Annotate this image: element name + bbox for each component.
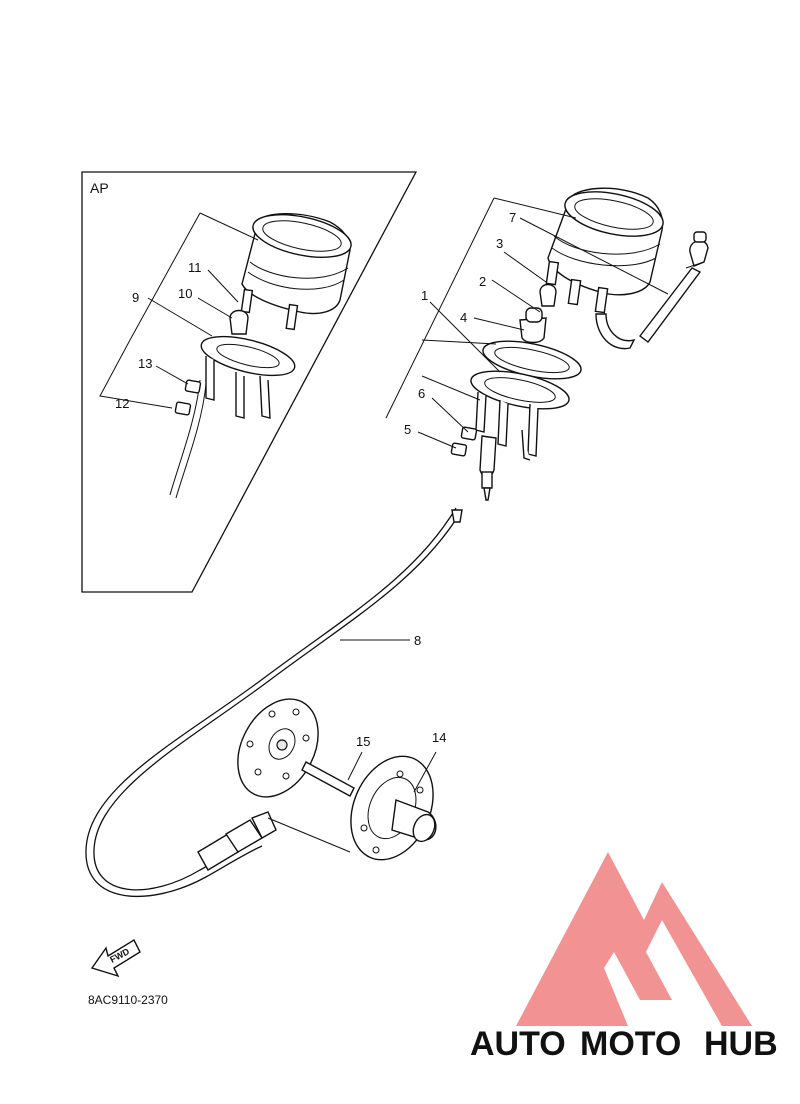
callout-10: 10: [178, 286, 192, 301]
watermark-logo: [516, 852, 752, 1026]
speedometer-cable: [85, 507, 463, 898]
callout-11: 11: [188, 260, 202, 275]
ap-callouts: 11 10 9 13 12: [115, 260, 202, 411]
main-callouts: 7 3 2 1 4 6 5: [404, 210, 516, 437]
ap-meter-assembly: [169, 213, 352, 499]
callout-5: 5: [404, 422, 411, 437]
callout-7: 7: [509, 210, 516, 225]
watermark-hub: HUB: [704, 1025, 778, 1063]
callout-14: 14: [432, 730, 446, 745]
callout-4: 4: [460, 310, 467, 325]
gear-housing-assembly: [237, 698, 437, 861]
fwd-arrow-icon: FWD: [90, 939, 141, 978]
callout-13: 13: [138, 356, 152, 371]
main-leader-lines: [385, 197, 669, 449]
ap-label: AP: [90, 180, 109, 196]
diagram-code: 8AC9110-2370: [88, 993, 168, 1007]
callout-8: 8: [414, 633, 421, 648]
callout-3: 3: [496, 236, 503, 251]
watermark-auto: AUTO: [470, 1025, 566, 1063]
callout-1: 1: [421, 288, 428, 303]
ap-leader-lines: [99, 212, 259, 409]
callout-9: 9: [132, 290, 139, 305]
callout-12: 12: [115, 396, 129, 411]
callout-2: 2: [479, 274, 486, 289]
watermark-text: AUTO MOTO HUB: [470, 1025, 778, 1063]
main-meter-assembly: [450, 187, 709, 501]
ap-inset-frame: AP: [81, 171, 418, 593]
watermark-moto: MOTO: [580, 1025, 681, 1063]
callout-6: 6: [418, 386, 425, 401]
callout-15: 15: [356, 734, 370, 749]
